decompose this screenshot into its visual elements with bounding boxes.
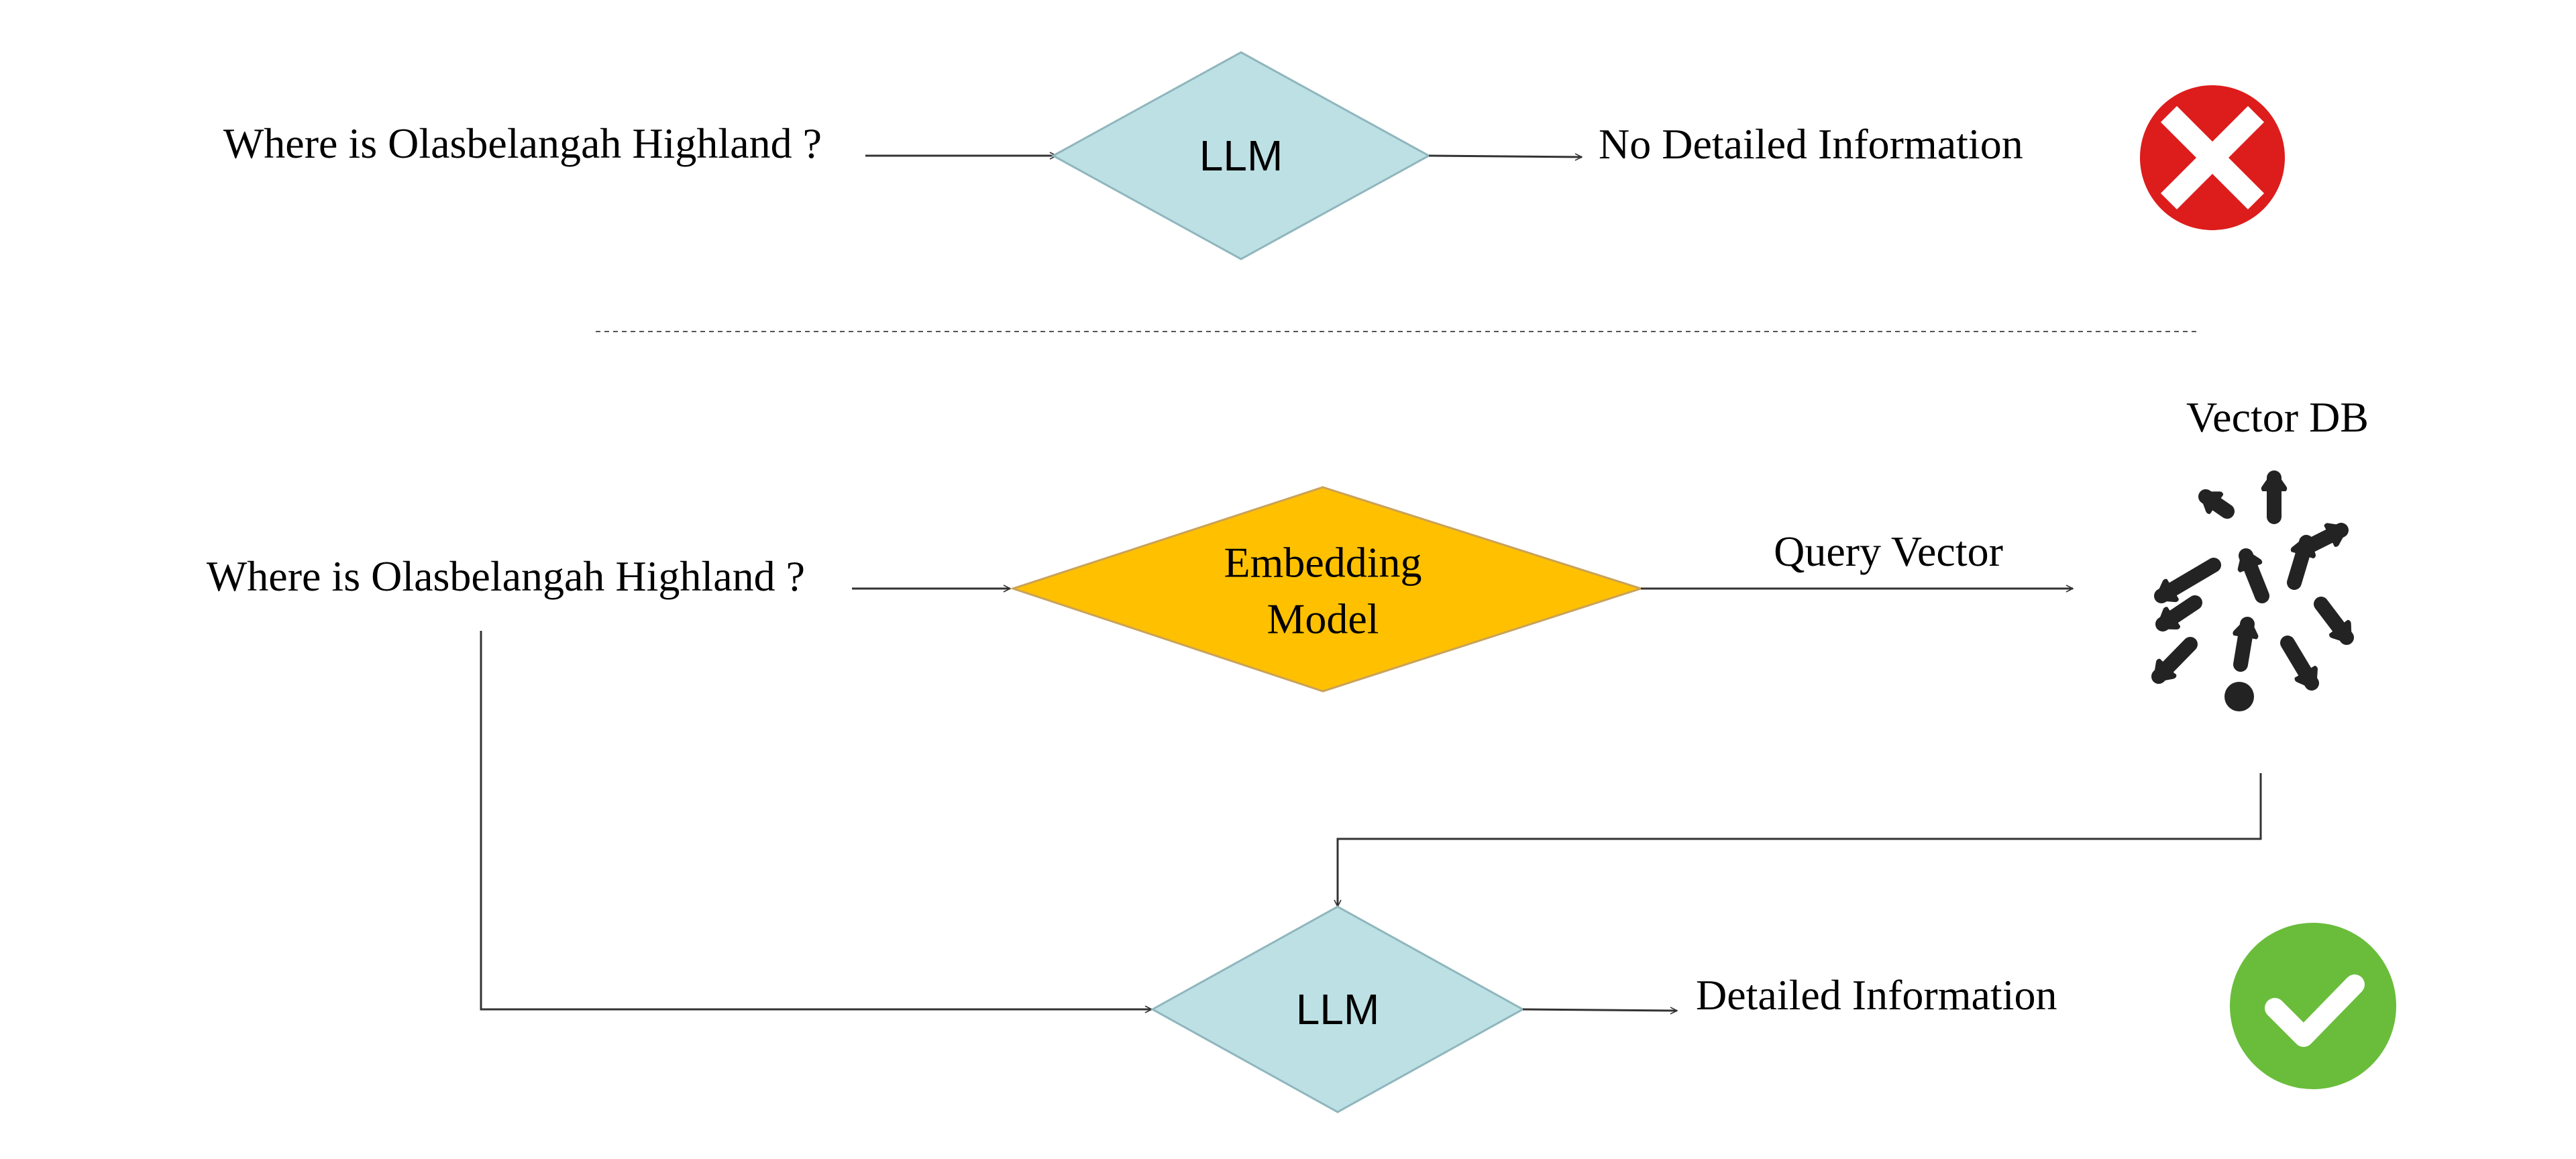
bottom-llm-node — [1150, 905, 1525, 1113]
embedding-model-label-line1: Embedding — [1224, 539, 1421, 587]
bottom-flow: Where is Olasbelangah Highland ? Embeddi… — [207, 393, 2396, 1113]
bottom-result-text: Detailed Information — [1696, 971, 2057, 1019]
vector-db-label: Vector DB — [2186, 393, 2369, 441]
embedding-model-label-line2: Model — [1267, 595, 1379, 643]
question-to-llm-connector — [480, 631, 1152, 1009]
top-llm-node — [1051, 51, 1432, 260]
top-llm-to-result-arrow — [1428, 156, 1582, 157]
query-vector-label: Query Vector — [1774, 527, 2003, 575]
top-flow: Where is Olasbelangah Highland ? LLM No … — [223, 51, 2285, 260]
bottom-llm-to-result-arrow — [1522, 1009, 1677, 1011]
vector-db-icon — [2151, 470, 2354, 711]
cross-icon — [2140, 85, 2285, 230]
db-to-llm-connector — [1338, 773, 2262, 907]
top-question-text: Where is Olasbelangah Highland ? — [223, 119, 822, 167]
check-icon — [2230, 923, 2396, 1089]
top-result-text: No Detailed Information — [1599, 120, 2023, 168]
bottom-llm-label: LLM — [1296, 985, 1380, 1034]
embedding-model-node — [1010, 486, 1644, 693]
top-llm-label: LLM — [1199, 132, 1283, 180]
bottom-question-text: Where is Olasbelangah Highland ? — [207, 552, 805, 600]
